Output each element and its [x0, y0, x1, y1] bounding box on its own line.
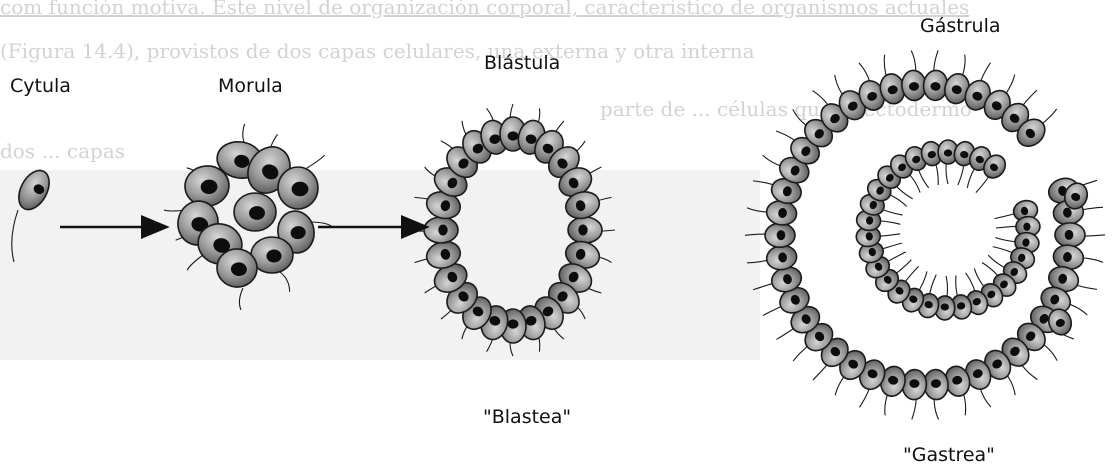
cell-nucleus: [944, 149, 952, 156]
cilium: [280, 272, 290, 292]
gastrula-ectoderm-cell: [765, 223, 795, 247]
cell-nucleus: [508, 131, 519, 140]
label-gastrula: Gástrula: [920, 15, 1001, 37]
cell-nucleus: [578, 225, 587, 236]
cytula-stage: [12, 165, 56, 262]
cilium: [307, 155, 325, 168]
blastula-stage: [411, 104, 615, 356]
morula-cell: [278, 167, 318, 209]
label-blastula: Blástula: [484, 52, 560, 74]
blastula-cell: [568, 217, 602, 243]
gastrula-stage: [745, 50, 1105, 419]
gastrula-ectoderm-cell: [1055, 223, 1085, 247]
label-morula: Morula: [218, 75, 283, 97]
cell-nucleus: [777, 230, 786, 240]
label-blastea: "Blastea": [483, 406, 571, 428]
cell-nucleus: [1065, 230, 1074, 240]
cell-nucleus: [266, 250, 281, 263]
cell-nucleus: [508, 319, 519, 328]
morula-cell: [234, 193, 276, 231]
cell-nucleus: [438, 225, 447, 236]
blastula-cell: [424, 217, 458, 243]
label-cytula: Cytula: [10, 75, 71, 97]
label-gastrea: "Gastrea": [903, 444, 995, 466]
cilium: [12, 210, 18, 262]
cilium: [187, 255, 203, 270]
cilium: [239, 288, 243, 310]
morula-stage: [164, 124, 332, 310]
cell-nucleus: [249, 206, 265, 220]
cytula-cell: [13, 165, 56, 214]
cell-nucleus: [292, 182, 309, 196]
